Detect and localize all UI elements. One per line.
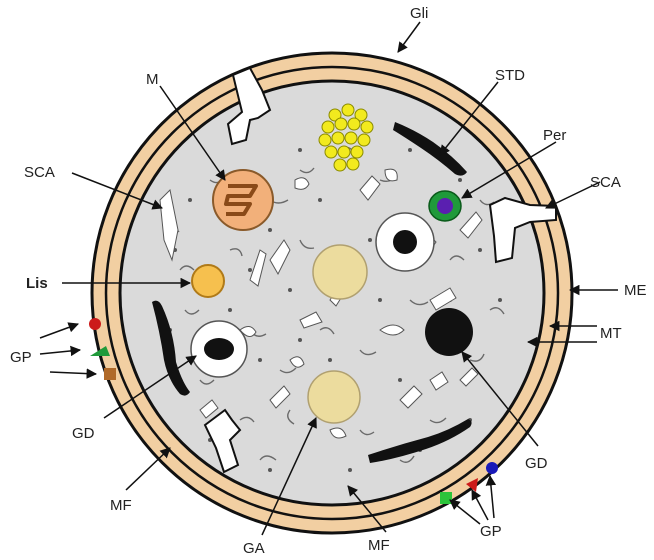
dense-granule-large <box>425 308 473 356</box>
label-per: Per <box>543 127 566 144</box>
label-lis: Lis <box>26 275 48 292</box>
lysosome <box>192 265 224 297</box>
label-gp-bottom: GP <box>480 523 502 540</box>
label-gd-left: GD <box>72 425 95 442</box>
label-gli: Gli <box>410 5 428 22</box>
label-m: M <box>146 71 159 88</box>
dense-core-vesicle-left <box>191 321 247 377</box>
label-gd-right: GD <box>525 455 548 472</box>
label-sca-left: SCA <box>24 164 55 181</box>
label-mf-left: MF <box>110 497 132 514</box>
label-ga: GA <box>243 540 265 557</box>
label-me: ME <box>624 282 647 299</box>
mitochondrion <box>213 170 273 230</box>
label-gp-left: GP <box>10 349 32 366</box>
granule-lower <box>308 371 360 423</box>
dense-core-vesicle-right <box>376 213 434 271</box>
label-std: STD <box>495 67 525 84</box>
granule-upper <box>313 245 367 299</box>
peroxisome <box>429 191 461 221</box>
label-mt: MT <box>600 325 622 342</box>
label-sca-right: SCA <box>590 174 621 191</box>
label-mf-bottom: MF <box>368 537 390 554</box>
